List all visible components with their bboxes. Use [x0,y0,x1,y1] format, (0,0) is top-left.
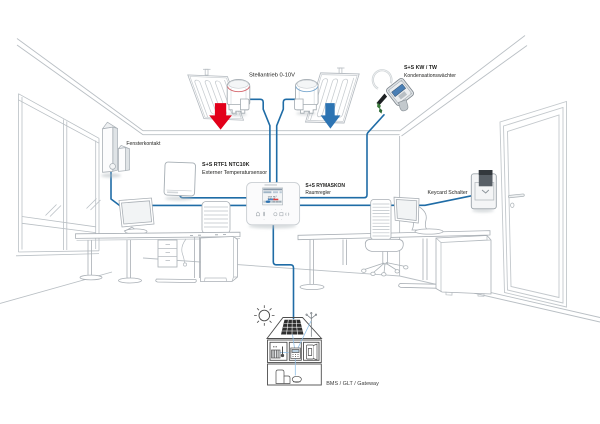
svg-text:S+S RTF1 NTC10K: S+S RTF1 NTC10K [202,162,250,168]
svg-text:Kondensationswächter: Kondensationswächter [404,73,456,79]
svg-text:Fensterkontakt: Fensterkontakt [126,141,161,147]
svg-text:BMS / GLT / Gateway: BMS / GLT / Gateway [326,381,379,387]
svg-text:Raumregler: Raumregler [305,190,331,196]
svg-text:Stellantrieb 0-10V: Stellantrieb 0-10V [249,73,295,79]
svg-text:S+S RYMASKON: S+S RYMASKON [305,183,345,189]
svg-text:Externer Temperatursensor: Externer Temperatursensor [202,170,267,176]
svg-text:S+S KW / TW: S+S KW / TW [404,65,438,71]
svg-text:22.5°: 22.5° [268,194,278,199]
svg-text:Keycard Schalter: Keycard Schalter [428,190,468,196]
